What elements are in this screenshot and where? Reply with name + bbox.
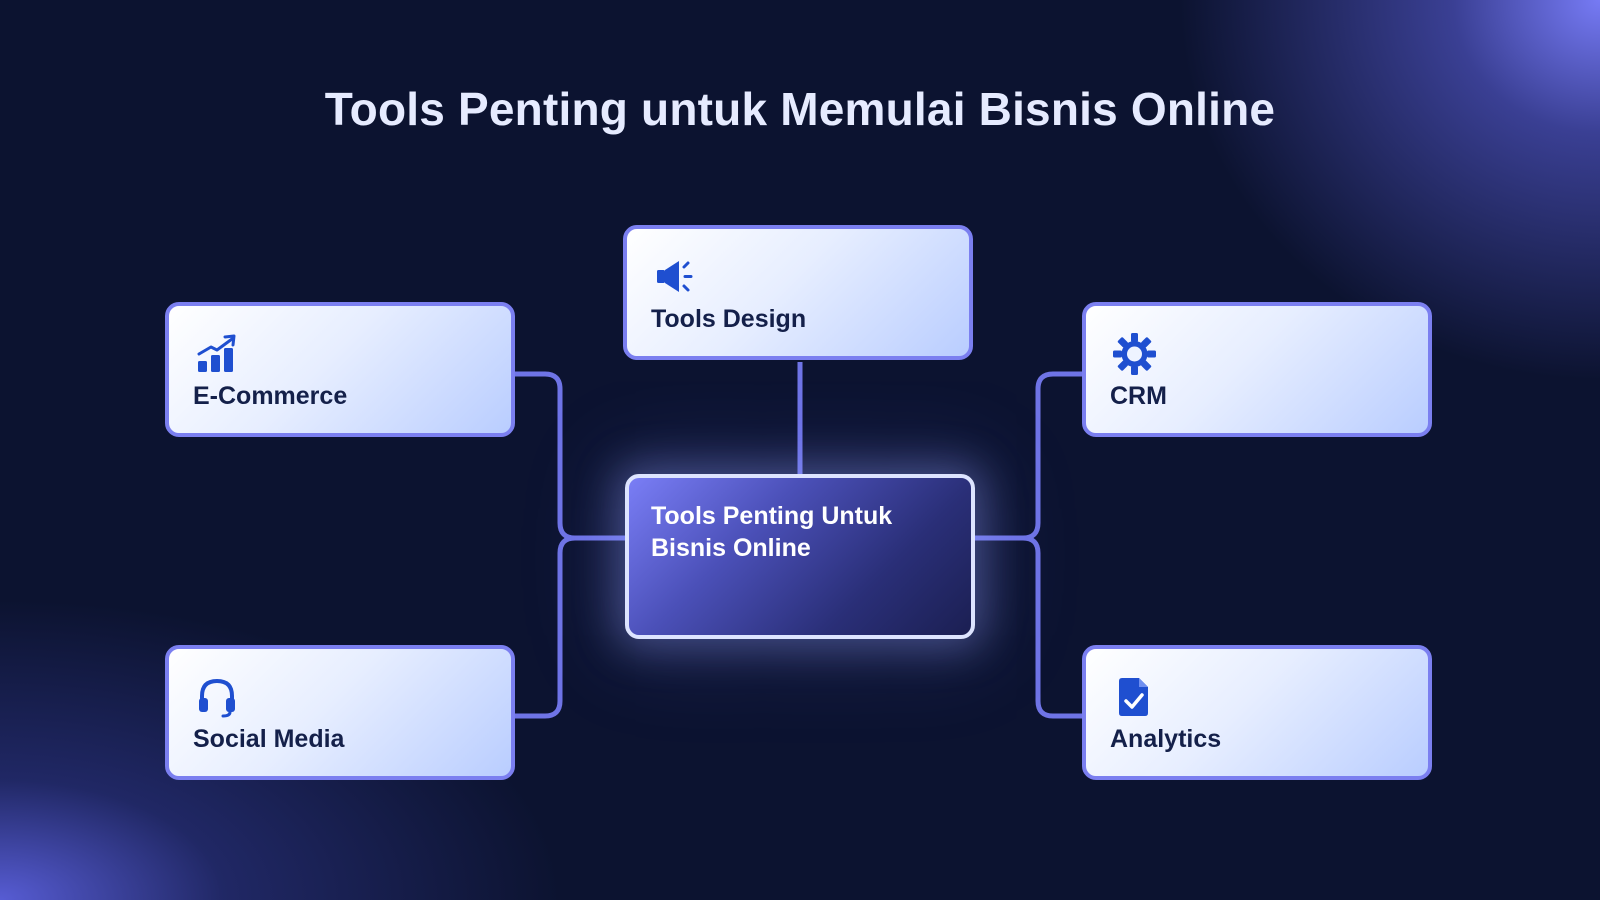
bar-chart-growth-icon <box>197 334 236 372</box>
node-label: Tools Design <box>651 305 807 333</box>
node-label: Social Media <box>193 725 345 753</box>
node-label: Analytics <box>1110 725 1222 753</box>
connector-social-media <box>515 535 576 719</box>
connector-ecommerce <box>515 371 625 541</box>
node-crm: CRM <box>1082 302 1432 437</box>
node-label: CRM <box>1110 382 1167 410</box>
node-label: E-Commerce <box>193 382 348 410</box>
gear-icon <box>1113 333 1156 375</box>
center-node: Tools Penting Untuk Bisnis Online <box>625 474 975 639</box>
headset-icon <box>199 678 235 718</box>
center-node-label: Tools Penting Untuk Bisnis Online <box>651 502 893 562</box>
page-title: Tools Penting untuk Memulai Bisnis Onlin… <box>324 83 1276 135</box>
node-tools-design: Tools Design <box>623 225 973 360</box>
megaphone-icon <box>657 261 693 292</box>
node-analytics: Analytics <box>1082 645 1432 780</box>
connector-crm <box>975 371 1082 541</box>
node-ecommerce: E-Commerce <box>165 302 515 437</box>
document-check-icon <box>1119 678 1148 716</box>
node-social-media: Social Media <box>165 645 515 780</box>
connector-analytics <box>1022 535 1082 719</box>
